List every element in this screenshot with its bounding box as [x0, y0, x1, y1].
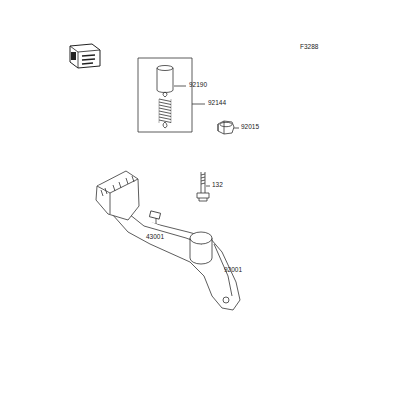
spring-coil: [159, 111, 171, 114]
callout-number: 92001: [224, 267, 242, 274]
kit-box: [138, 58, 192, 132]
spring-coil: [159, 99, 171, 102]
leader-line: [206, 186, 210, 187]
spring-coil: [159, 117, 171, 120]
callout-number: 92144: [208, 100, 226, 107]
label-holder: 92001: [224, 267, 242, 274]
figure-code: F3288: [300, 44, 318, 51]
spring-coil: [159, 120, 171, 123]
label-holder: 92190: [189, 82, 207, 89]
label-holder: 43001: [146, 234, 164, 241]
nut: [218, 121, 234, 134]
callout-number: 43001: [146, 234, 164, 241]
spring-coil: [159, 102, 171, 105]
sleeve: [157, 66, 173, 93]
leader-line: [234, 128, 239, 129]
callout-number: 92015: [241, 124, 259, 131]
spring-outline: [159, 99, 171, 123]
bolt: [197, 172, 209, 201]
callout-number: 92190: [189, 82, 207, 89]
label-holder: 92015: [241, 124, 259, 131]
return-spring: [159, 92, 171, 128]
leader-line: [174, 86, 186, 87]
label-holder: 132: [212, 182, 223, 189]
label-holder: F3288: [300, 44, 318, 51]
spring-coil: [159, 114, 171, 117]
callout-number: 132: [212, 182, 223, 189]
spring-coil: [159, 108, 171, 111]
spring-coil: [159, 105, 171, 108]
brake-pedal: [96, 171, 240, 310]
leader-line: [192, 104, 205, 105]
label-holder: 92144: [208, 100, 226, 107]
model-icon: [70, 44, 100, 68]
